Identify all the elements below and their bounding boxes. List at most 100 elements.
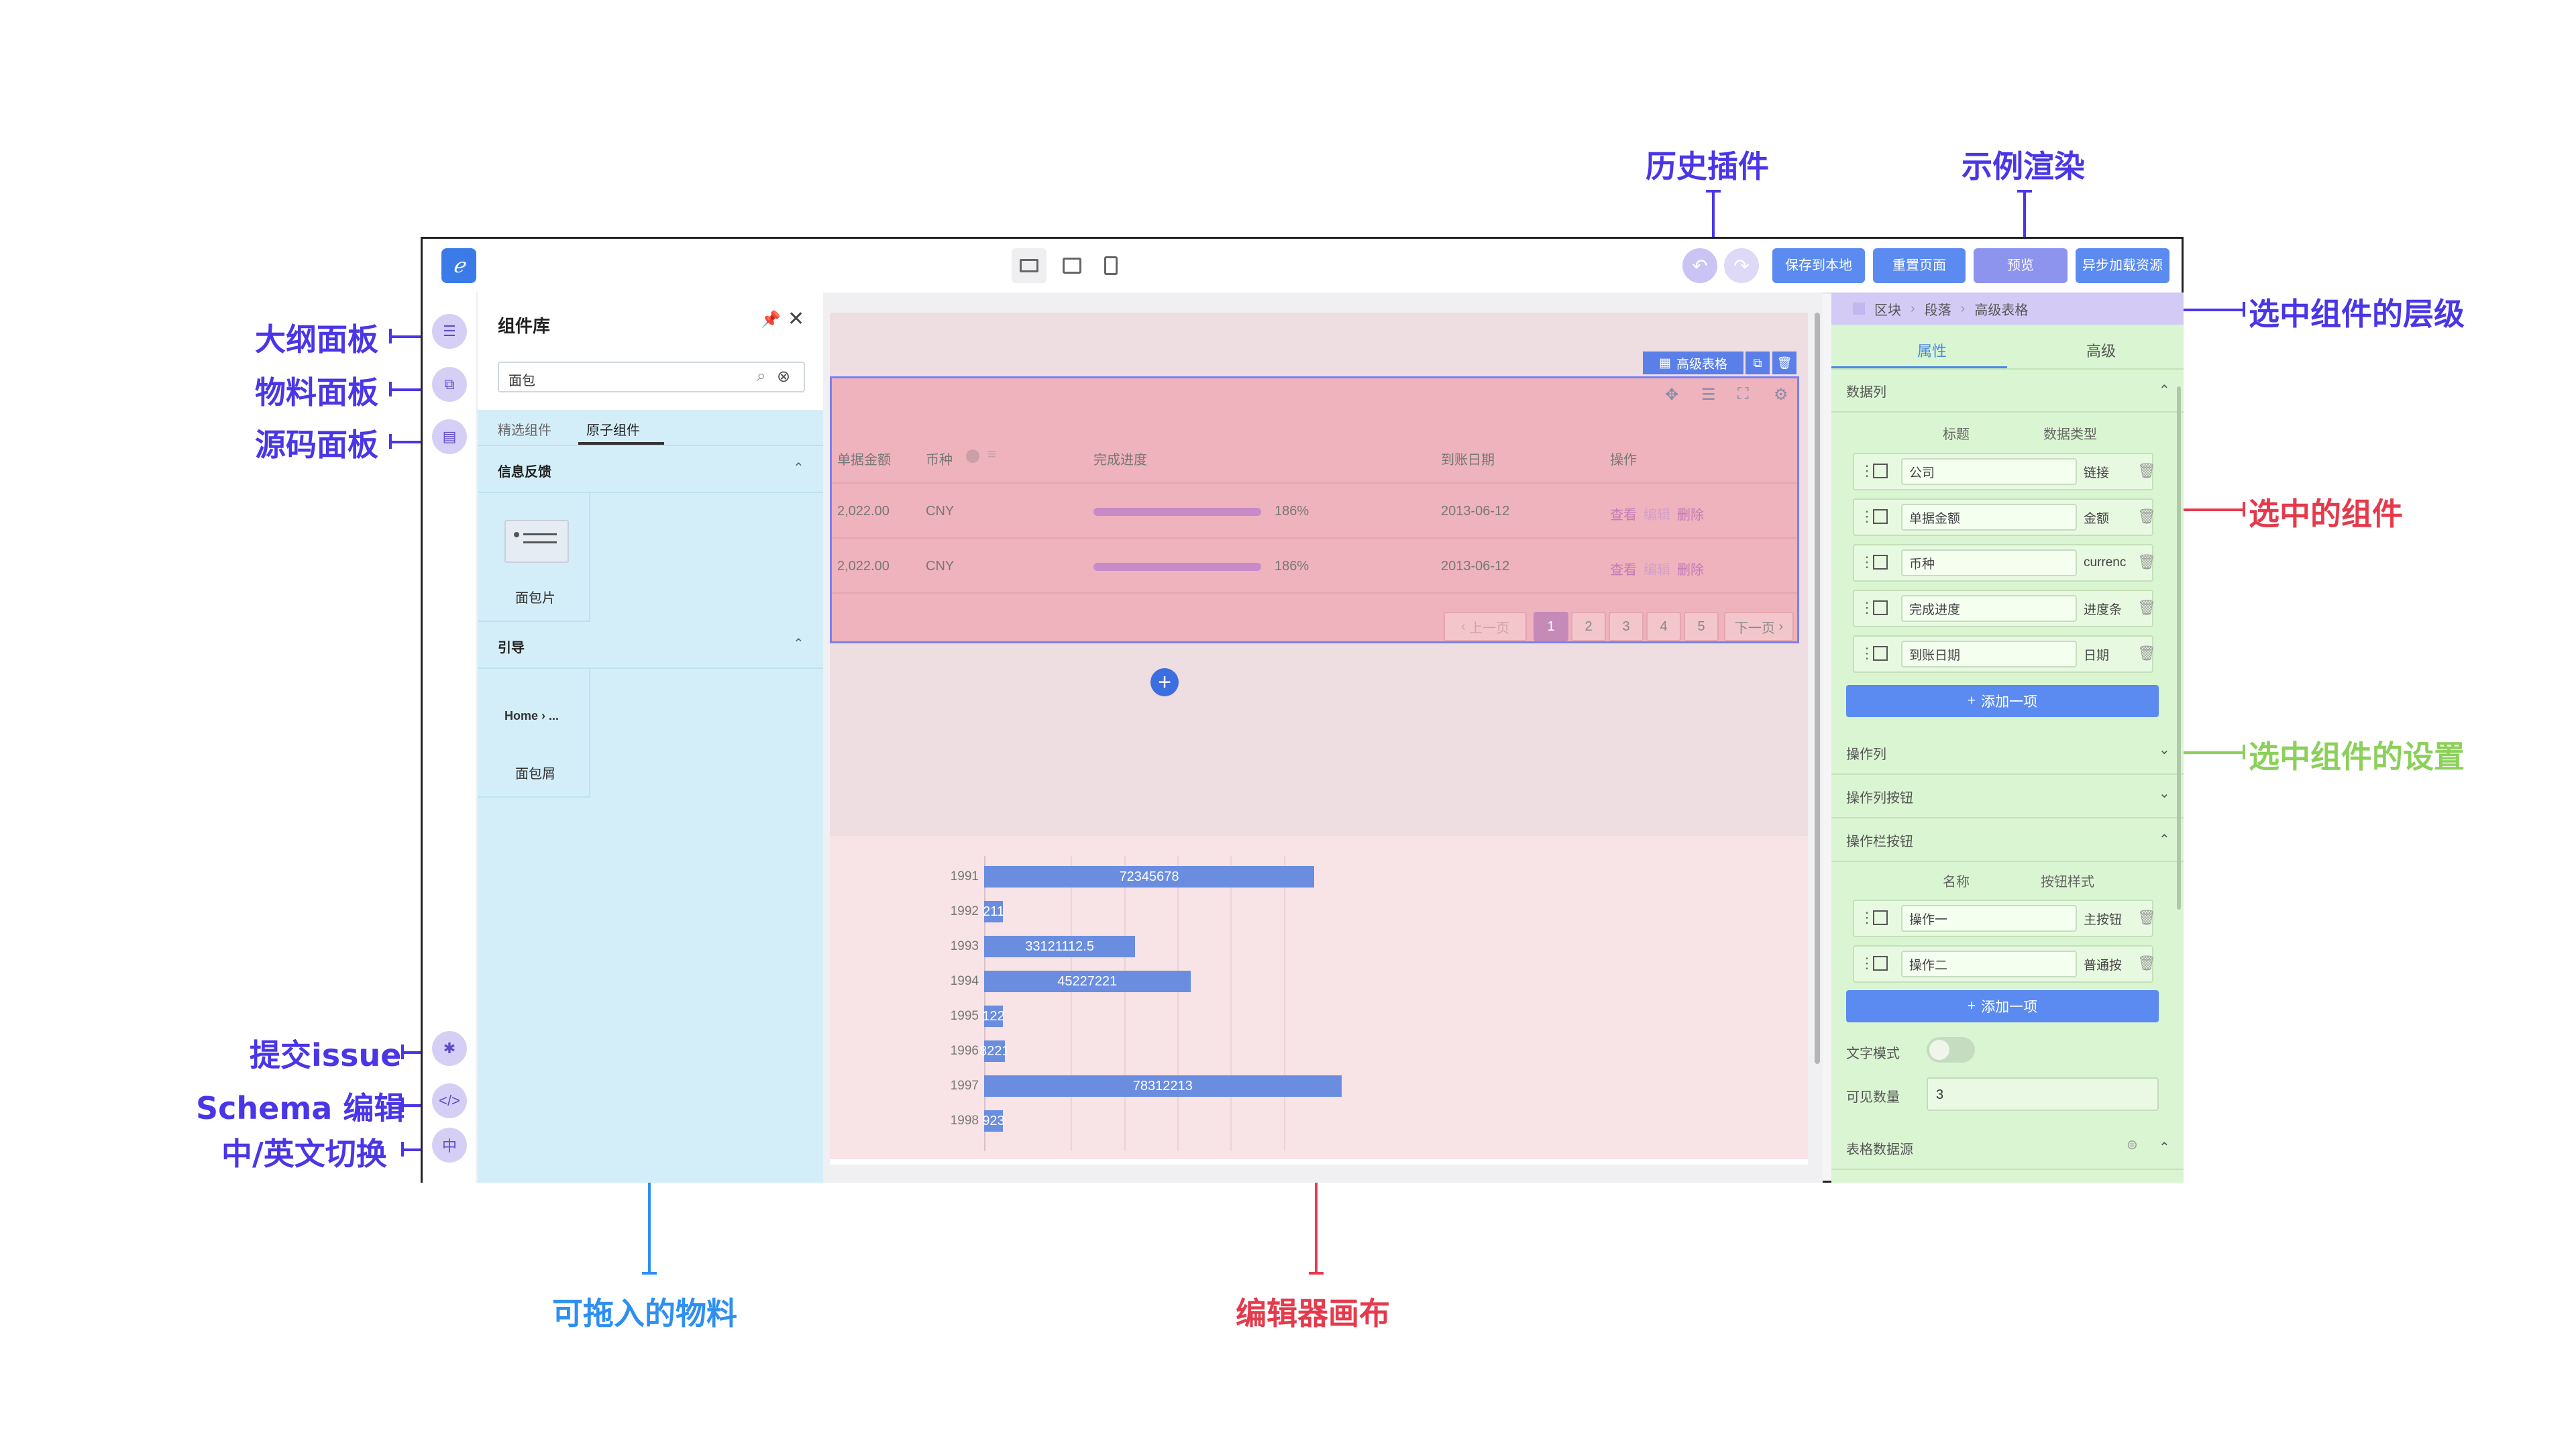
row-type-select[interactable]: 进度条 (2084, 595, 2139, 622)
trash-icon[interactable]: 🗑 (2137, 462, 2156, 479)
material-icon[interactable]: ⧉ (432, 367, 467, 402)
config-row[interactable]: ⋮完成进度进度条🗑 (1853, 590, 2156, 627)
edit-icon[interactable] (1873, 956, 1888, 971)
action-edit[interactable]: 编辑 (1644, 563, 1670, 578)
edit-icon[interactable] (1873, 464, 1888, 478)
save-local-button[interactable]: 保存到本地 (1772, 248, 1865, 283)
row-title-input[interactable]: 公司 (1901, 458, 2077, 485)
row-type-select[interactable]: 金额 (2084, 504, 2139, 531)
visible-count-input[interactable]: 3 (1927, 1077, 2159, 1111)
text-mode-switch[interactable] (1927, 1037, 1975, 1063)
reset-page-button[interactable]: 重置页面 (1873, 248, 1966, 283)
config-row[interactable]: ⋮ 单据金额金额🗑 (1853, 498, 2156, 536)
row-title-input[interactable]: 到账日期 (1901, 641, 2077, 667)
settings-scrollbar[interactable] (2177, 386, 2181, 910)
selected-component-tag[interactable]: ▦高级表格 (1643, 352, 1743, 374)
drag-handle-icon[interactable]: ⋮ (1860, 508, 1874, 525)
breadcrumb-item[interactable]: 段落 (1924, 303, 1951, 318)
preview-button[interactable]: 预览 (1974, 248, 2068, 283)
outline-icon[interactable]: ☰ (432, 314, 467, 349)
move-icon[interactable]: ✥ (1665, 386, 1679, 404)
copy-icon[interactable]: ⧉ (1746, 352, 1770, 374)
density-icon[interactable]: ☰ (1701, 386, 1716, 404)
source-code-icon[interactable]: ▤ (432, 419, 467, 454)
pin-icon[interactable]: 📌 (761, 311, 781, 329)
async-load-button[interactable]: 异步加载资源 (2076, 248, 2169, 283)
undo-button[interactable]: ↶ (1682, 248, 1717, 283)
row-type-select[interactable]: 普通按 (2084, 951, 2139, 977)
table-row[interactable]: 2,022.00 CNY 186% 2013-06-12 查看 编辑 删除 (832, 539, 1797, 592)
code-icon[interactable]: </> (432, 1083, 467, 1118)
breadcrumb-item[interactable]: 区块 (1874, 303, 1901, 318)
drag-handle-icon[interactable]: ⋮ (1860, 955, 1874, 971)
pagination-page[interactable]: 1 (1534, 612, 1568, 641)
clear-icon[interactable]: ⊗ (777, 368, 791, 386)
pagination-page[interactable]: 4 (1646, 612, 1681, 641)
breadcrumb-item[interactable]: 高级表格 (1974, 303, 2029, 318)
edit-icon[interactable] (1873, 555, 1888, 570)
pagination-next[interactable]: 下一页 › (1724, 612, 1794, 641)
trash-icon[interactable]: 🗑 (2137, 909, 2156, 926)
canvas-scrollbar[interactable] (1815, 313, 1820, 1064)
variable-icon[interactable]: ⊜ (2127, 1138, 2138, 1152)
trash-icon[interactable]: 🗑 (2137, 955, 2156, 971)
row-type-select[interactable]: 主按钮 (2084, 905, 2139, 932)
pagination-prev[interactable]: ‹ 上一页 (1444, 612, 1527, 641)
drag-handle-icon[interactable]: ⋮ (1860, 553, 1874, 570)
row-type-select[interactable]: currenc (2084, 549, 2139, 576)
section-guide-header[interactable]: 引导 ⌃ (478, 622, 823, 669)
section-feedback-header[interactable]: 信息反馈 ⌃ (478, 446, 823, 493)
row-type-select[interactable]: 日期 (2084, 641, 2139, 667)
language-icon[interactable]: 中 (432, 1128, 467, 1163)
material-item-card[interactable]: 面包片 (478, 493, 590, 622)
config-row[interactable]: ⋮ 到账日期日期🗑 (1853, 635, 2156, 673)
close-icon[interactable]: ✕ (788, 308, 805, 330)
row-title-input[interactable]: 完成进度 (1901, 595, 2077, 622)
drag-handle-icon[interactable]: ⋮ (1860, 645, 1874, 661)
table-row[interactable]: 2,022.00 CNY 186% 2013-06-12 查看 编辑 删除 (832, 484, 1797, 537)
tab-advanced[interactable]: 高级 (2086, 343, 2116, 360)
add-component-button[interactable]: + (1150, 668, 1179, 696)
trash-icon[interactable]: 🗑 (2137, 645, 2156, 661)
row-type-select[interactable]: 链接 (2084, 458, 2139, 485)
section-action-column[interactable]: 操作列 ⌄ (1831, 732, 2184, 775)
redo-button[interactable]: ↷ (1724, 248, 1759, 283)
config-row[interactable]: ⋮ 操作二普通按🗑 (1853, 945, 2156, 983)
add-column-button[interactable]: +添加一项 (1846, 685, 2159, 717)
config-row[interactable]: ⋮ 公司链接🗑 (1853, 453, 2156, 490)
section-action-column-buttons[interactable]: 操作列按钮 ⌄ (1831, 775, 2184, 818)
section-data-columns[interactable]: 数据列 ⌃ (1831, 370, 2184, 413)
edit-icon[interactable] (1873, 910, 1888, 925)
settings-icon[interactable]: ⚙ (1774, 386, 1788, 404)
action-edit[interactable]: 编辑 (1644, 508, 1670, 523)
section-table-datasource[interactable]: 表格数据源 ⊜ ⌃ (1831, 1127, 2184, 1170)
trash-icon[interactable]: 🗑 (2137, 508, 2156, 525)
edit-icon[interactable] (1873, 646, 1888, 661)
tablet-device-icon[interactable] (1055, 248, 1089, 283)
action-delete[interactable]: 删除 (1677, 563, 1704, 578)
action-view[interactable]: 查看 (1610, 508, 1637, 523)
delete-icon[interactable]: 🗑 (1772, 352, 1796, 374)
pagination-page[interactable]: 3 (1609, 612, 1644, 641)
drag-handle-icon[interactable]: ⋮ (1860, 462, 1874, 479)
pagination-page[interactable]: 5 (1684, 612, 1719, 641)
action-view[interactable]: 查看 (1610, 563, 1637, 578)
block-section[interactable]: ▦高级表格 ⧉ 🗑 ✥ ☰ ⛶ ⚙ 单据金额 币种 ≡ 完成进度 到账日期 操作 (830, 313, 1808, 836)
row-title-input[interactable]: 单据金额 (1901, 504, 2077, 531)
material-item-breadcrumb[interactable]: Home › ... 面包屑 (478, 669, 590, 798)
drag-handle-icon[interactable]: ⋮ (1860, 909, 1874, 926)
drag-handle-icon[interactable]: ⋮ (1860, 599, 1874, 616)
action-delete[interactable]: 删除 (1677, 508, 1704, 523)
fullscreen-icon[interactable]: ⛶ (1737, 385, 1749, 403)
bug-icon[interactable]: ✱ (432, 1031, 467, 1066)
tab-atomic[interactable]: 原子组件 (586, 423, 640, 438)
edit-icon[interactable] (1873, 600, 1888, 615)
config-row[interactable]: ⋮ 操作一主按钮🗑 (1853, 900, 2156, 937)
tab-featured[interactable]: 精选组件 (498, 423, 551, 438)
row-title-input[interactable]: 操作二 (1901, 951, 2077, 977)
add-action-button[interactable]: +添加一项 (1846, 990, 2159, 1022)
search-input[interactable]: 面包 ⌕ ⊗ (498, 362, 805, 392)
row-title-input[interactable]: 操作一 (1901, 905, 2077, 932)
